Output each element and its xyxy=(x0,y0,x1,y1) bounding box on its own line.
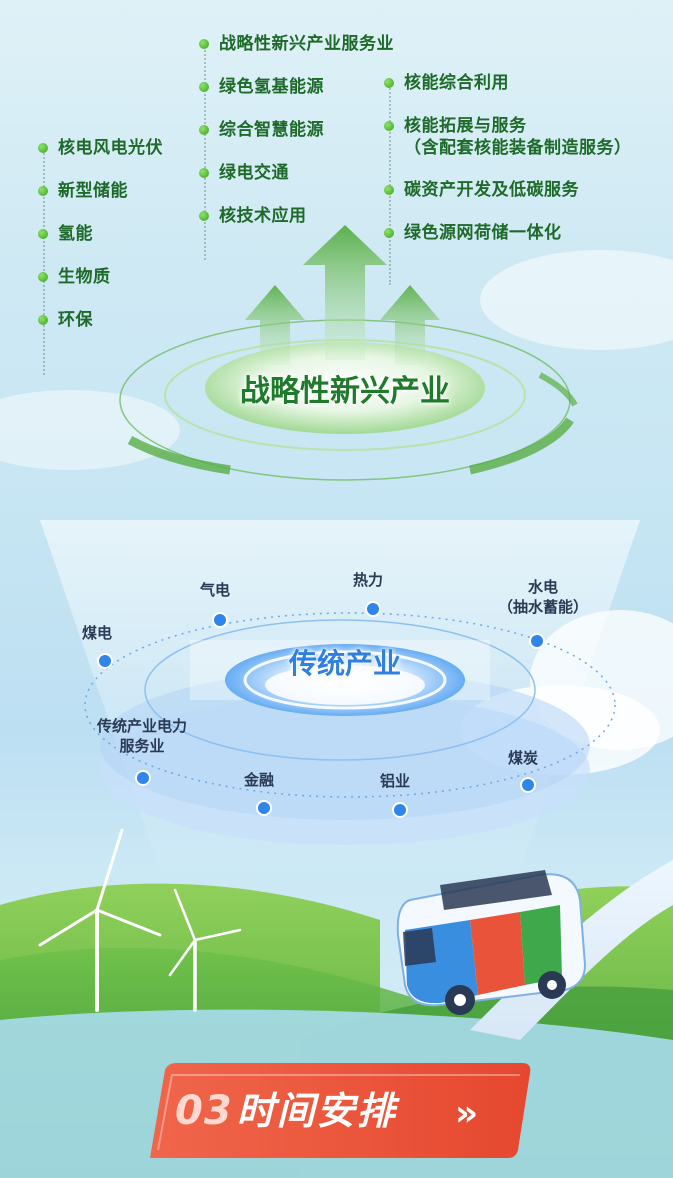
node-label-hydro-main: 水电 xyxy=(527,578,558,596)
list-item: 绿色源网荷储一体化 xyxy=(384,222,632,244)
node-label-coal: 煤炭 xyxy=(508,749,539,767)
list-item: 核电风电光伏 xyxy=(38,137,163,159)
node-label-hydro-sub: （抽水蓄能） xyxy=(497,598,588,616)
guide-line-col1 xyxy=(43,150,45,375)
list-item: 生物质 xyxy=(38,266,163,288)
strategic-list-col2: 战略性新兴产业服务业 绿色氢基能源 综合智慧能源 绿电交通 核技术应用 xyxy=(199,33,394,227)
list-item-sub: （含配套核能装备制造服务） xyxy=(404,138,632,158)
node-label-service-line2: 服务业 xyxy=(119,737,165,755)
banner-number: 03 xyxy=(175,1088,233,1134)
list-item: 环保 xyxy=(38,309,163,331)
list-item: 核能综合利用 xyxy=(384,72,632,94)
node-label-gas-power: 气电 xyxy=(200,581,231,599)
list-item: 绿色氢基能源 xyxy=(199,76,394,98)
strategic-list-col3: 核能综合利用 核能拓展与服务 （含配套核能装备制造服务） 碳资产开发及低碳服务 … xyxy=(384,72,632,244)
node-label-service: 传统产业电力 服务业 xyxy=(72,716,212,756)
guide-line-col2 xyxy=(204,45,206,260)
svg-text:»: » xyxy=(455,1093,478,1134)
banner-label: 时间安排 xyxy=(236,1089,397,1133)
list-item: 核能拓展与服务 xyxy=(384,115,632,137)
strategic-list-col1: 核电风电光伏 新型储能 氢能 生物质 环保 xyxy=(38,137,163,331)
list-item: 核技术应用 xyxy=(199,205,394,227)
list-item: 综合智慧能源 xyxy=(199,119,394,141)
node-label-hydro: 水电 （抽水蓄能） xyxy=(493,577,593,617)
list-item: 碳资产开发及低碳服务 xyxy=(384,179,632,201)
list-item: 战略性新兴产业服务业 xyxy=(199,33,394,55)
node-label-finance: 金融 xyxy=(244,771,275,789)
node-label-coal-power: 煤电 xyxy=(82,624,113,642)
node-label-service-line1: 传统产业电力 xyxy=(96,717,187,735)
strategic-title: 战略性新兴产业 xyxy=(240,374,450,409)
list-item: 氢能 xyxy=(38,223,163,245)
list-item: 绿电交通 xyxy=(199,162,394,184)
traditional-title: 传统产业 xyxy=(288,647,401,680)
list-item: 新型储能 xyxy=(38,180,163,202)
node-label-heat: 热力 xyxy=(353,571,384,589)
node-label-aluminum: 铝业 xyxy=(380,772,411,790)
